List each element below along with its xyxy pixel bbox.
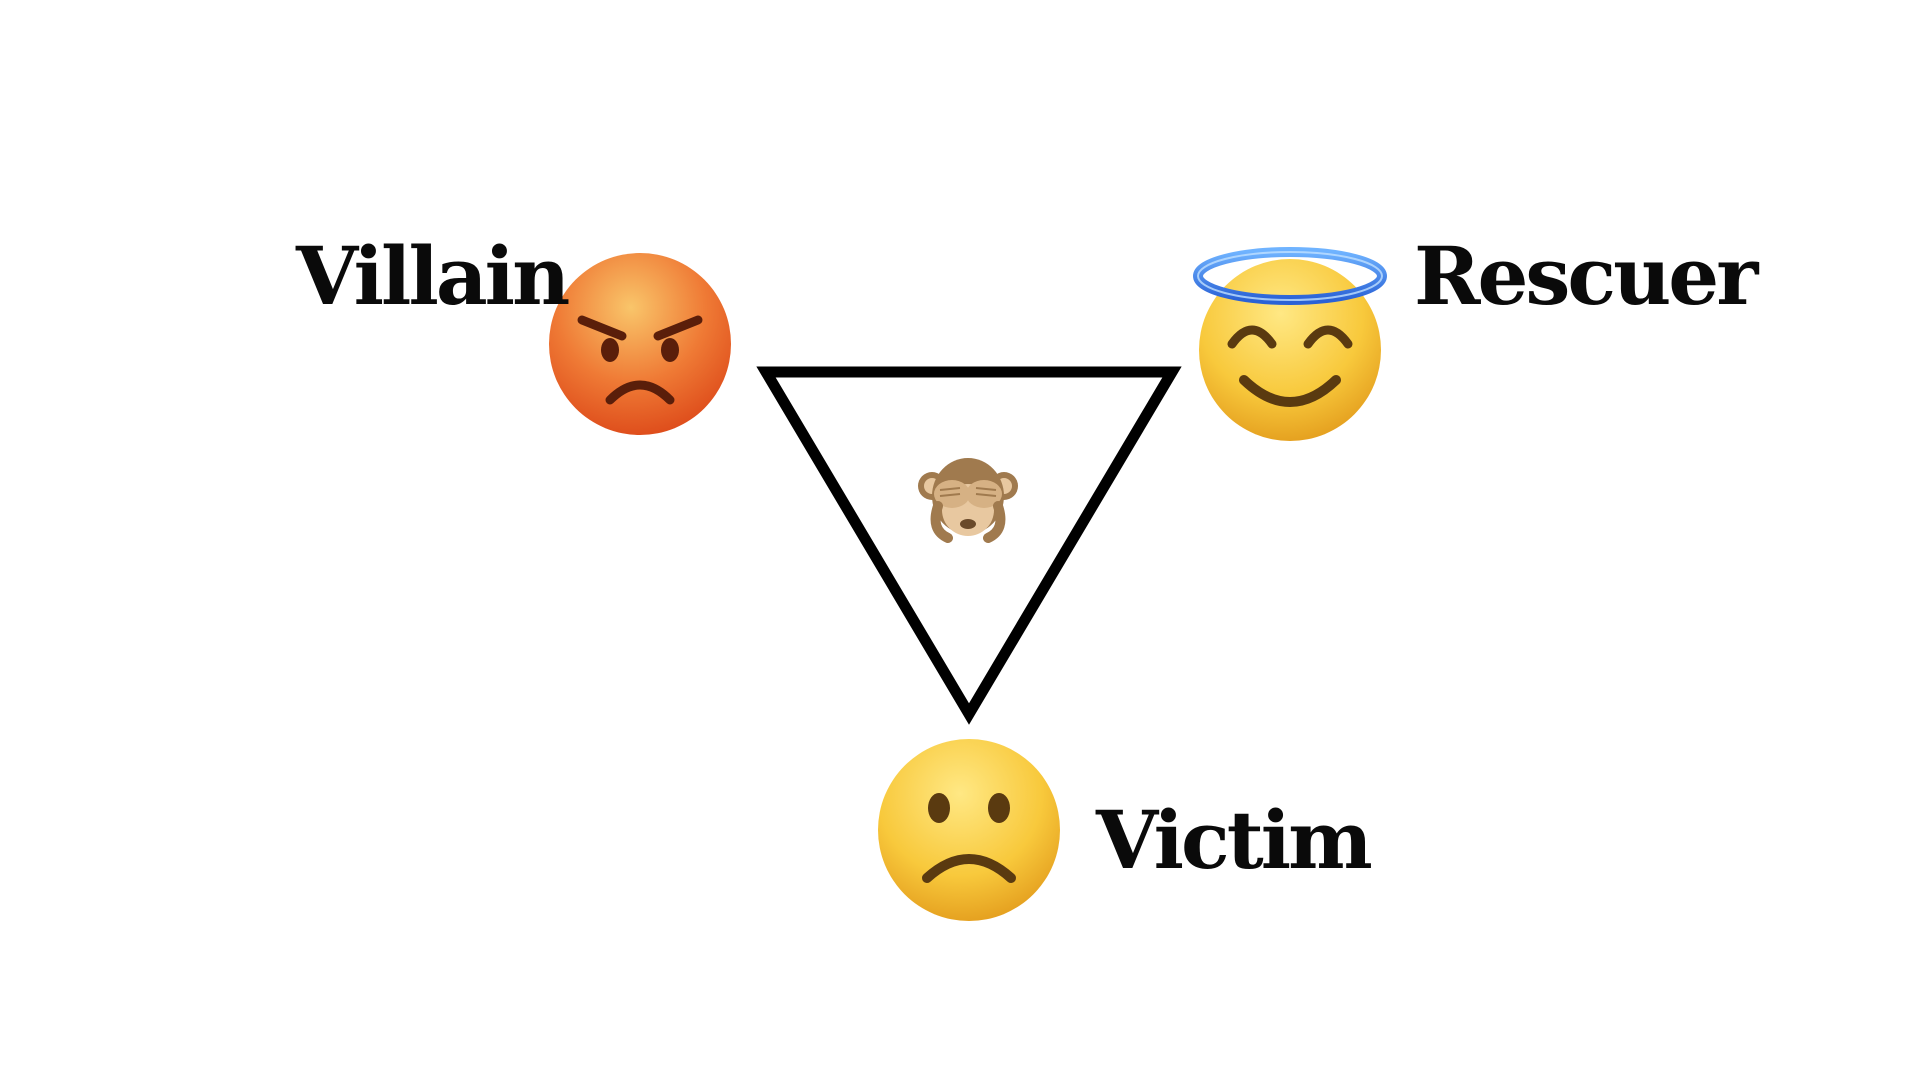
victim-label: Victim: [1096, 793, 1373, 887]
rescuer-label: Rescuer: [1414, 229, 1758, 323]
villain-label: Villain: [296, 229, 570, 323]
see-no-evil-monkey-icon: [918, 458, 1018, 543]
angry-face-icon: [549, 253, 731, 435]
smiling-face-with-halo-icon: [1193, 247, 1387, 441]
frowning-face-icon: [878, 739, 1060, 921]
drama-triangle: [756, 366, 1182, 725]
